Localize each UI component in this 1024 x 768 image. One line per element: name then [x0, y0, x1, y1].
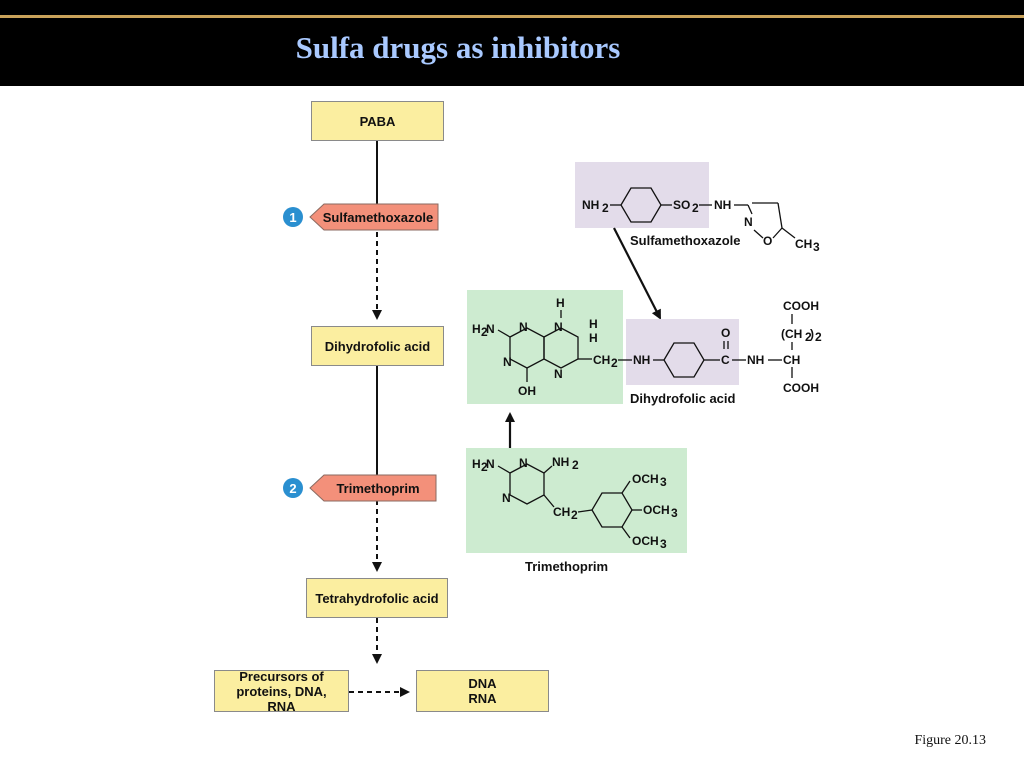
svg-text:N: N — [554, 320, 563, 334]
svg-text:NH: NH — [552, 455, 569, 469]
svg-text:H: H — [472, 457, 481, 471]
svg-text:H: H — [556, 296, 565, 310]
svg-text:CH: CH — [795, 237, 812, 251]
svg-text:H: H — [589, 331, 598, 345]
trimethoprim-caption: Trimethoprim — [525, 559, 608, 574]
sulfa-mimic-arrow — [613, 227, 661, 320]
svg-text:N: N — [503, 355, 512, 369]
svg-text:N: N — [744, 215, 753, 229]
svg-text:OCH: OCH — [632, 472, 659, 486]
svg-text:2: 2 — [602, 201, 609, 215]
svg-text:N: N — [502, 491, 511, 505]
svg-text:3: 3 — [813, 240, 820, 254]
svg-text:N: N — [486, 322, 495, 336]
step-2-number: 2 — [289, 481, 296, 496]
figure-label: Figure 20.13 — [914, 733, 986, 748]
svg-text:NH: NH — [714, 198, 731, 212]
svg-text:2: 2 — [572, 458, 579, 472]
dihydrofolic-caption: Dihydrofolic acid — [630, 391, 736, 406]
svg-text:H: H — [472, 322, 481, 336]
svg-text:O: O — [721, 326, 730, 340]
svg-text:OCH: OCH — [643, 503, 670, 517]
step-2-badge — [283, 478, 303, 498]
svg-text:2: 2 — [571, 508, 578, 522]
step-1-badge — [283, 207, 303, 227]
trimethoprim-panel — [466, 448, 687, 553]
inhibitor-1-tag — [309, 203, 439, 231]
title-bar — [0, 0, 1024, 86]
svg-text:3: 3 — [660, 537, 667, 551]
dihydrofolic-box: Dihydrofolic acid — [311, 326, 444, 366]
svg-text:H: H — [589, 317, 598, 331]
inhibitor-1-label: Sulfamethoxazole — [323, 210, 434, 225]
paba-box: PABA — [311, 101, 444, 141]
paba-moiety-panel — [626, 319, 739, 385]
svg-text:OH: OH — [518, 384, 536, 398]
slide-title: Sulfa drugs as inhibitors — [295, 30, 621, 65]
svg-text:2: 2 — [481, 460, 488, 474]
svg-text:NH: NH — [633, 353, 650, 367]
svg-text:(CH: (CH — [781, 327, 802, 341]
dihydrofolic-structure: H 2 N N N N N H H H OH CH 2 NH C O NH CH… — [472, 296, 822, 398]
svg-text:CH: CH — [553, 505, 570, 519]
precursors-box: Precursors of proteins, DNA, RNA — [214, 669, 349, 714]
svg-text:CH: CH — [593, 353, 610, 367]
svg-text:COOH: COOH — [783, 299, 819, 313]
svg-text:2: 2 — [805, 330, 812, 344]
dna-rna-box: DNA RNA — [416, 670, 549, 712]
inhibitor-2-tag — [309, 474, 437, 502]
svg-text:2: 2 — [692, 201, 699, 215]
step-1-number: 1 — [289, 210, 296, 225]
svg-text:N: N — [486, 457, 495, 471]
svg-text:N: N — [554, 367, 563, 381]
svg-text:N: N — [519, 320, 528, 334]
pteridine-panel — [467, 290, 623, 404]
sulfamethoxazole-caption: Sulfamethoxazole — [630, 233, 741, 248]
title-rule — [0, 15, 1024, 18]
svg-text:N: N — [519, 456, 528, 470]
svg-text:SO: SO — [673, 198, 690, 212]
trimethoprim-structure: H 2 N N N NH 2 CH 2 OCH 3 OCH 3 OCH 3 — [472, 455, 678, 551]
svg-text:CH: CH — [783, 353, 800, 367]
svg-text:OCH: OCH — [632, 534, 659, 548]
svg-text:COOH: COOH — [783, 381, 819, 395]
svg-text:): ) — [810, 327, 814, 341]
svg-text:2: 2 — [481, 325, 488, 339]
svg-text:NH: NH — [747, 353, 764, 367]
tetrahydrofolic-box: Tetrahydrofolic acid — [306, 578, 448, 618]
svg-text:2: 2 — [815, 330, 822, 344]
sulfamethoxazole-panel — [575, 162, 709, 228]
inhibitor-2-label: Trimethoprim — [336, 481, 419, 496]
svg-text:3: 3 — [671, 506, 678, 520]
svg-text:2: 2 — [611, 356, 618, 370]
svg-text:O: O — [763, 234, 772, 248]
svg-text:C: C — [721, 353, 730, 367]
svg-text:3: 3 — [660, 475, 667, 489]
svg-text:NH: NH — [582, 198, 599, 212]
sulfamethoxazole-structure: NH 2 SO 2 NH N O CH 3 — [582, 187, 820, 254]
